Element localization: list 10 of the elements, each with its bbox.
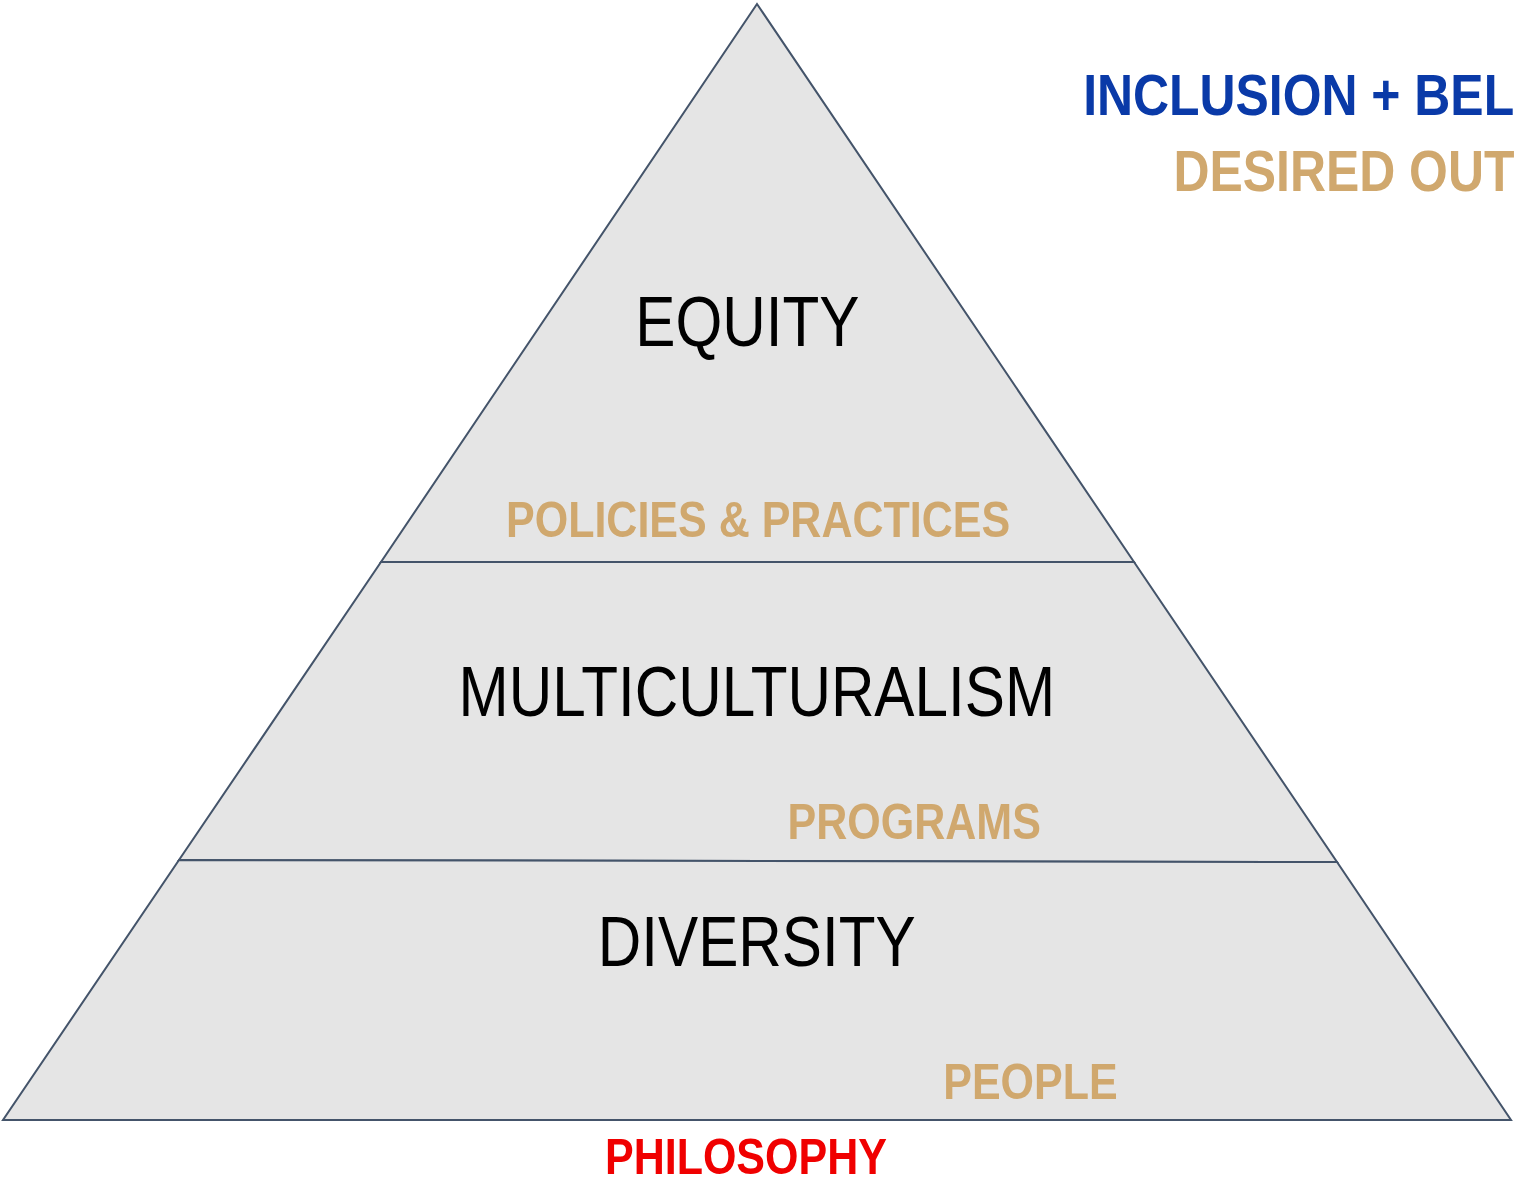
pyramid-tier — [176, 560, 1340, 864]
base-label: PHILOSOPHY — [604, 1132, 887, 1182]
tier-title: MULTICULTURALISM — [458, 657, 1056, 727]
outcome-subheading: DESIRED OUT — [1173, 142, 1514, 200]
tier-subtitle: POLICIES & PRACTICES — [506, 495, 1011, 545]
pyramid-tier — [0, 858, 1514, 1123]
tier-subtitle: PEOPLE — [942, 1057, 1118, 1107]
tier-subtitle: PROGRAMS — [787, 797, 1041, 847]
tier-title: DIVERSITY — [597, 907, 916, 977]
outcome-heading: INCLUSION + BEL — [1083, 66, 1514, 124]
